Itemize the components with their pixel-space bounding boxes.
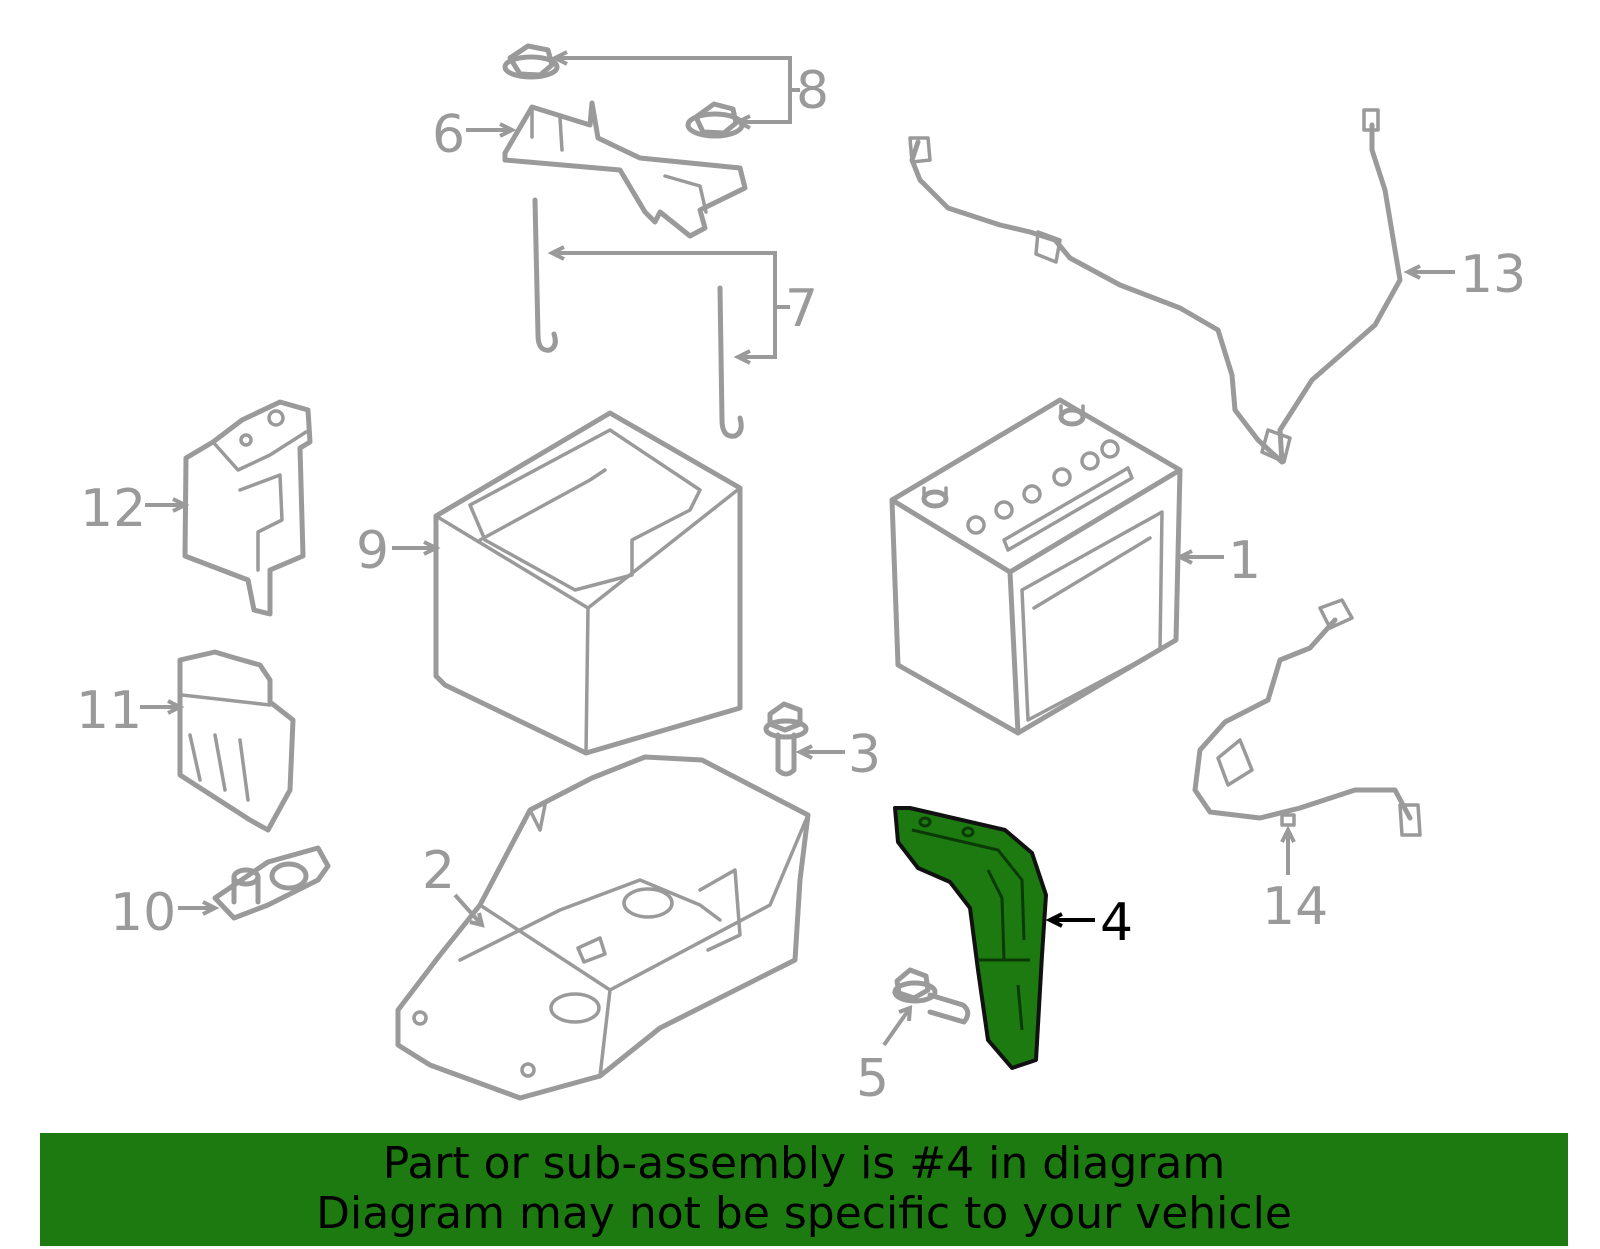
callout-numbers: 8 6 7 13 12 9 1 11 3 10 2 4 5 14 bbox=[76, 61, 1526, 1109]
callout-13: 13 bbox=[1460, 245, 1526, 305]
part-10-terminal[interactable] bbox=[212, 845, 331, 921]
callout-11: 11 bbox=[76, 681, 142, 741]
part-5-bolt[interactable] bbox=[892, 967, 971, 1025]
callout-5: 5 bbox=[856, 1049, 889, 1109]
callout-2: 2 bbox=[422, 841, 455, 901]
part-3-bolt[interactable] bbox=[763, 701, 809, 777]
part-14-harness[interactable] bbox=[1192, 598, 1422, 837]
banner-line-1: Part or sub-assembly is #4 in diagram bbox=[382, 1138, 1226, 1189]
callout-7: 7 bbox=[785, 279, 818, 339]
callout-3: 3 bbox=[848, 725, 881, 785]
callout-12: 12 bbox=[80, 479, 146, 539]
callout-14: 14 bbox=[1262, 877, 1328, 937]
info-banner: Part or sub-assembly is #4 in diagram Di… bbox=[40, 1133, 1568, 1246]
leader-lines bbox=[140, 50, 1455, 1047]
part-1-battery[interactable] bbox=[889, 397, 1183, 736]
part-13-cable-harness[interactable] bbox=[908, 108, 1403, 465]
callout-4: 4 bbox=[1100, 893, 1133, 953]
callout-1: 1 bbox=[1228, 531, 1261, 591]
part-4-bracket-highlighted[interactable] bbox=[893, 806, 1048, 1070]
callout-8: 8 bbox=[796, 61, 829, 121]
callout-10: 10 bbox=[110, 883, 176, 943]
part-6-hold-down-bracket[interactable] bbox=[502, 100, 748, 239]
callout-9: 9 bbox=[356, 521, 389, 581]
part-12-cover[interactable] bbox=[182, 399, 313, 617]
part-9-battery-insulator[interactable] bbox=[433, 410, 743, 756]
part-11-fuse-holder[interactable] bbox=[177, 649, 296, 833]
banner-line-2: Diagram may not be specific to your vehi… bbox=[316, 1188, 1292, 1239]
callout-6: 6 bbox=[432, 105, 465, 165]
part-2-battery-tray[interactable] bbox=[395, 754, 811, 1101]
part-7-j-hooks[interactable] bbox=[532, 197, 744, 439]
